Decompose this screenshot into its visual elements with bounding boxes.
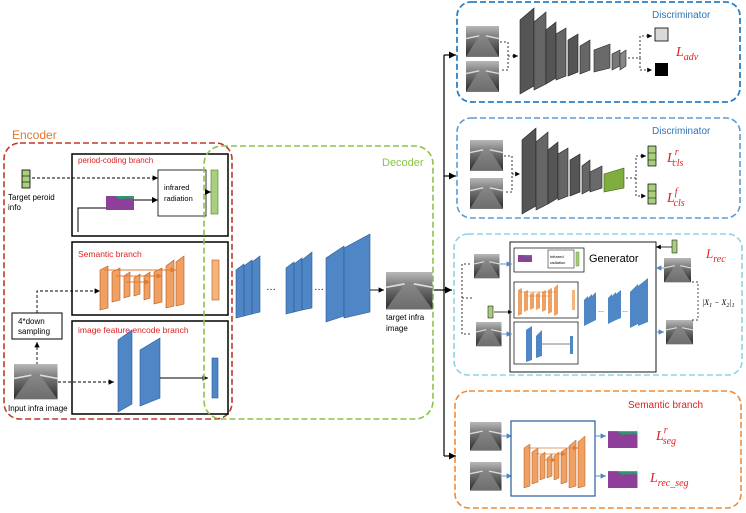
- seg-loss-rec: Lrec_seg: [649, 471, 689, 489]
- infrared-radiation-box: [157, 169, 207, 217]
- encoder-section: Encoder period-coding branch infrared ra…: [3, 128, 233, 420]
- mini-infrared-1: infrared: [550, 254, 564, 259]
- encoder-title: Encoder: [12, 128, 57, 142]
- svg-text:…: …: [598, 308, 604, 314]
- period-feature-bar: [210, 169, 219, 215]
- discriminator-cls-blocks: [521, 127, 625, 215]
- seg-output-real: [608, 424, 638, 448]
- target-infra-label-2: image: [386, 324, 408, 333]
- real-output-square: [654, 27, 669, 42]
- decoder-title: Decoder: [382, 157, 424, 169]
- generator-border: [453, 233, 743, 376]
- rec-loss: Lrec: [705, 246, 726, 265]
- cls-fake-vector: [647, 183, 657, 205]
- discriminator-adv-blocks: [519, 7, 627, 95]
- target-period-label-1: Target peroid: [8, 193, 55, 202]
- target-infra-label-1: target infra: [386, 313, 425, 322]
- encoder-border: [3, 142, 233, 420]
- mini-infrared-2: radiation: [550, 260, 565, 265]
- target-period-icon: [21, 169, 31, 189]
- infrared-label-1: infrared: [164, 183, 189, 192]
- discriminator-adv-title: Discriminator: [652, 10, 711, 21]
- semantic-section-border: [454, 390, 742, 509]
- discriminator-cls-title: Discriminator: [652, 126, 711, 137]
- svg-text:…: …: [266, 282, 276, 293]
- semantic-encoder-blocks: [99, 255, 185, 311]
- infrared-label-2: radiation: [164, 194, 193, 203]
- decoder-section: Decoder … … target infra image: [203, 145, 434, 420]
- image-feature-label: image feature encode branch: [78, 325, 189, 335]
- discriminator-adv-section: Discriminator Ladv: [456, 1, 741, 103]
- image-feature-box: [71, 320, 229, 415]
- image-feature-bar: [211, 357, 219, 399]
- svg-text:…: …: [622, 308, 628, 314]
- period-branch-box: [71, 153, 229, 237]
- semantic-net-blocks: [523, 435, 586, 489]
- discriminator-cls-border: [456, 117, 741, 219]
- semantic-map-thumb: [106, 190, 134, 210]
- target-period-label-2: info: [8, 203, 21, 212]
- semantic-branch-box: [71, 241, 229, 316]
- l1-norm: |X1 − X2|1: [702, 298, 735, 309]
- discriminator-adv-border: [456, 1, 741, 103]
- image-enc-block-1: [117, 329, 133, 413]
- generator-section: Generator Lrec infrared radiation: [453, 233, 743, 376]
- generator-title: Generator: [589, 253, 639, 265]
- target-infra-image: [385, 271, 434, 311]
- cls-real-vector: [647, 145, 657, 167]
- connector-tree: [434, 51, 456, 460]
- input-infra-image: [13, 363, 59, 401]
- seg-output-rec: [608, 464, 638, 488]
- adv-loss: Ladv: [675, 45, 699, 63]
- semantic-feature-bar: [211, 259, 220, 301]
- downsample-box: [11, 312, 63, 340]
- period-branch-label: period-coding branch: [78, 156, 153, 165]
- image-enc-block-2: [139, 337, 161, 407]
- semantic-section-title: Semantic branch: [628, 400, 703, 411]
- downsample-label-2: sampling: [18, 327, 50, 336]
- svg-text:…: …: [314, 282, 324, 293]
- fake-output-square: [655, 63, 668, 76]
- input-infra-label: Input infra image: [8, 404, 68, 413]
- downsample-label-1: 4*down: [18, 317, 45, 326]
- decoder-blocks: … …: [235, 233, 371, 323]
- semantic-branch-label: Semantic branch: [78, 249, 142, 259]
- period-to-ir-line: [77, 207, 106, 232]
